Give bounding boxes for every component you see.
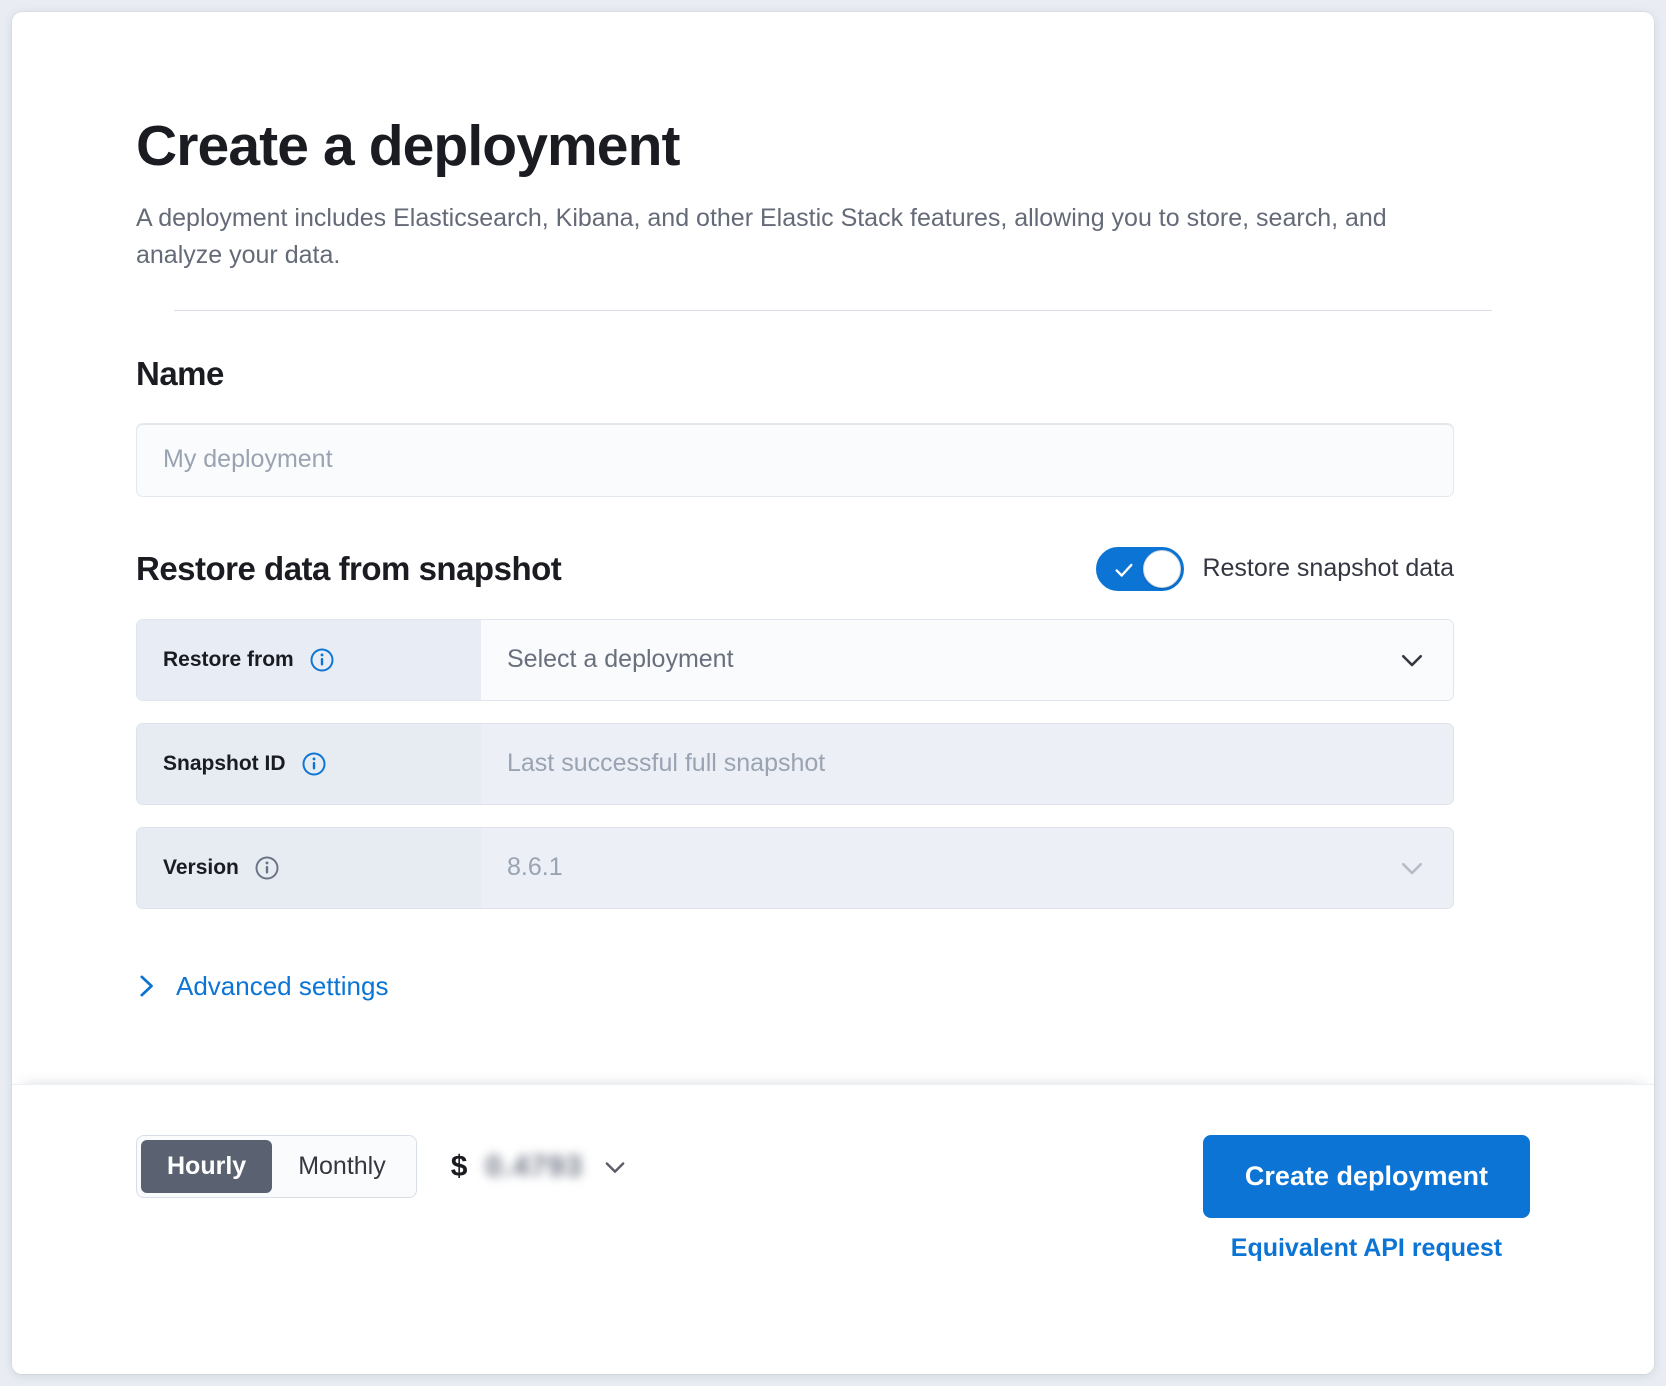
chevron-down-icon <box>1401 862 1423 874</box>
restore-snapshot-toggle-label: Restore snapshot data <box>1202 554 1454 583</box>
restore-from-label: Restore from <box>163 647 294 671</box>
chevron-right-icon <box>140 975 153 997</box>
form-body: Create a deployment A deployment include… <box>12 12 1654 1084</box>
snapshot-section-header: Restore data from snapshot Restore snaps… <box>136 546 1454 591</box>
restore-from-label-group: Restore from <box>137 619 481 700</box>
form-row-restore-from[interactable]: Restore from Select a deployment <box>136 618 1454 701</box>
version-select: 8.6.1 <box>481 827 1453 908</box>
snapshot-heading: Restore data from snapshot <box>136 549 562 587</box>
version-label: Version <box>163 855 239 879</box>
version-value: 8.6.1 <box>507 853 563 882</box>
billing-option-hourly[interactable]: Hourly <box>141 1140 273 1193</box>
price-amount: 0.4793 <box>485 1149 584 1183</box>
toggle-knob <box>1143 549 1182 588</box>
restore-snapshot-toggle-group[interactable]: Restore snapshot data <box>1096 546 1454 591</box>
chevron-down-icon[interactable] <box>1397 645 1427 675</box>
restore-from-select[interactable]: Select a deployment <box>481 619 1453 700</box>
create-deployment-button[interactable]: Create deployment <box>1202 1135 1530 1218</box>
info-circle-icon[interactable] <box>302 752 326 776</box>
deployment-name-placeholder: My deployment <box>163 445 333 474</box>
equivalent-api-request-link[interactable]: Equivalent API request <box>1230 1234 1503 1262</box>
snapshot-id-input: Last successful full snapshot <box>481 723 1453 804</box>
form-row-snapshot-id: Snapshot ID Last successful full snapsho… <box>136 722 1454 805</box>
footer-right-group: Create deployment Equivalent API request <box>1202 1135 1530 1263</box>
header-divider <box>174 309 1492 311</box>
name-section: Name My deployment <box>136 355 1530 497</box>
deployment-name-input[interactable]: My deployment <box>136 422 1454 497</box>
chevron-down-icon[interactable] <box>601 1153 629 1181</box>
version-label-group: Version <box>137 827 481 908</box>
price-currency: $ <box>450 1149 468 1183</box>
snapshot-id-label-group: Snapshot ID <box>137 723 481 804</box>
restore-from-value: Select a deployment <box>507 645 734 674</box>
name-heading: Name <box>136 354 224 392</box>
price-display[interactable]: $ 0.4793 <box>451 1150 629 1184</box>
footer-bar: Hourly Monthly $ 0.4793 Create deploymen… <box>12 1084 1654 1374</box>
snapshot-id-value: Last successful full snapshot <box>507 749 826 778</box>
advanced-settings-toggle[interactable]: Advanced settings <box>136 971 388 1002</box>
info-circle-icon[interactable] <box>255 856 279 880</box>
page-title: Create a deployment <box>136 114 680 178</box>
check-icon <box>1115 563 1133 577</box>
footer-left-group: Hourly Monthly $ 0.4793 <box>136 1135 629 1198</box>
advanced-settings-label: Advanced settings <box>176 970 389 1001</box>
form-row-version: Version 8.6.1 <box>136 826 1454 909</box>
create-deployment-card: Create a deployment A deployment include… <box>12 12 1654 1374</box>
billing-option-monthly[interactable]: Monthly <box>298 1152 386 1180</box>
page-description: A deployment includes Elasticsearch, Kib… <box>136 203 1387 269</box>
snapshot-id-label: Snapshot ID <box>163 751 286 775</box>
restore-snapshot-toggle[interactable] <box>1096 546 1185 591</box>
info-circle-icon[interactable] <box>310 648 334 672</box>
billing-period-toggle[interactable]: Hourly Monthly <box>136 1135 417 1198</box>
